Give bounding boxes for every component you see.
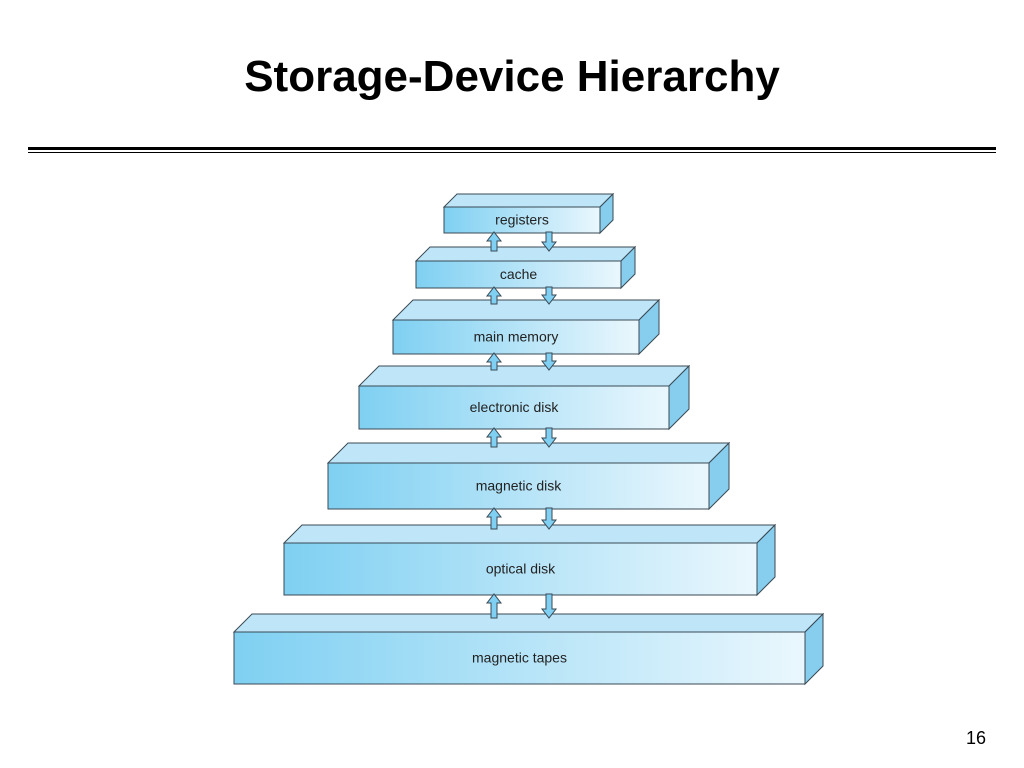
tier-top-face — [414, 246, 637, 262]
down-arrow — [540, 427, 558, 448]
up-arrow — [485, 593, 503, 619]
tier-optical-disk: optical disk — [282, 523, 777, 597]
tier-main-memory: main memory — [391, 298, 661, 356]
title-divider-thick — [28, 147, 996, 150]
tier-electronic-disk: electronic disk — [357, 364, 691, 431]
up-arrow — [485, 427, 503, 448]
tier-top-face — [357, 365, 691, 387]
tier-top-face — [232, 613, 825, 633]
tier-label: registers — [495, 212, 549, 228]
up-arrow — [485, 231, 503, 252]
tier-label: optical disk — [486, 561, 556, 577]
up-arrow — [485, 286, 503, 305]
down-arrow — [540, 231, 558, 252]
tier-label: magnetic tapes — [472, 650, 567, 666]
tier-magnetic-tapes: magnetic tapes — [232, 612, 825, 686]
title-divider-thin — [28, 152, 996, 153]
tier-label: electronic disk — [470, 399, 560, 415]
down-arrow — [540, 593, 558, 619]
tier-label: main memory — [474, 329, 559, 345]
tier-front-face — [327, 462, 710, 510]
tier-cache: cache — [414, 245, 637, 290]
tier-top-face — [391, 299, 661, 321]
down-arrow — [540, 286, 558, 305]
slide-title: Storage-Device Hierarchy — [244, 52, 780, 101]
up-arrow — [485, 507, 503, 530]
tier-front-face — [358, 385, 670, 430]
tier-top-face — [442, 193, 615, 208]
tier-front-face — [392, 319, 640, 355]
tier-label: cache — [500, 266, 538, 282]
down-arrow — [540, 352, 558, 371]
up-arrow — [485, 352, 503, 371]
tier-top-face — [282, 524, 777, 544]
tier-front-face — [233, 631, 806, 685]
tier-front-face — [415, 260, 622, 289]
tier-registers: registers — [442, 192, 615, 235]
tier-top-face — [326, 442, 731, 464]
tier-front-face — [283, 542, 758, 596]
tier-label: magnetic disk — [476, 478, 563, 494]
tier-front-face — [443, 206, 601, 234]
page-number: 16 — [965, 728, 986, 748]
down-arrow — [540, 507, 558, 530]
tier-magnetic-disk: magnetic disk — [326, 441, 731, 511]
